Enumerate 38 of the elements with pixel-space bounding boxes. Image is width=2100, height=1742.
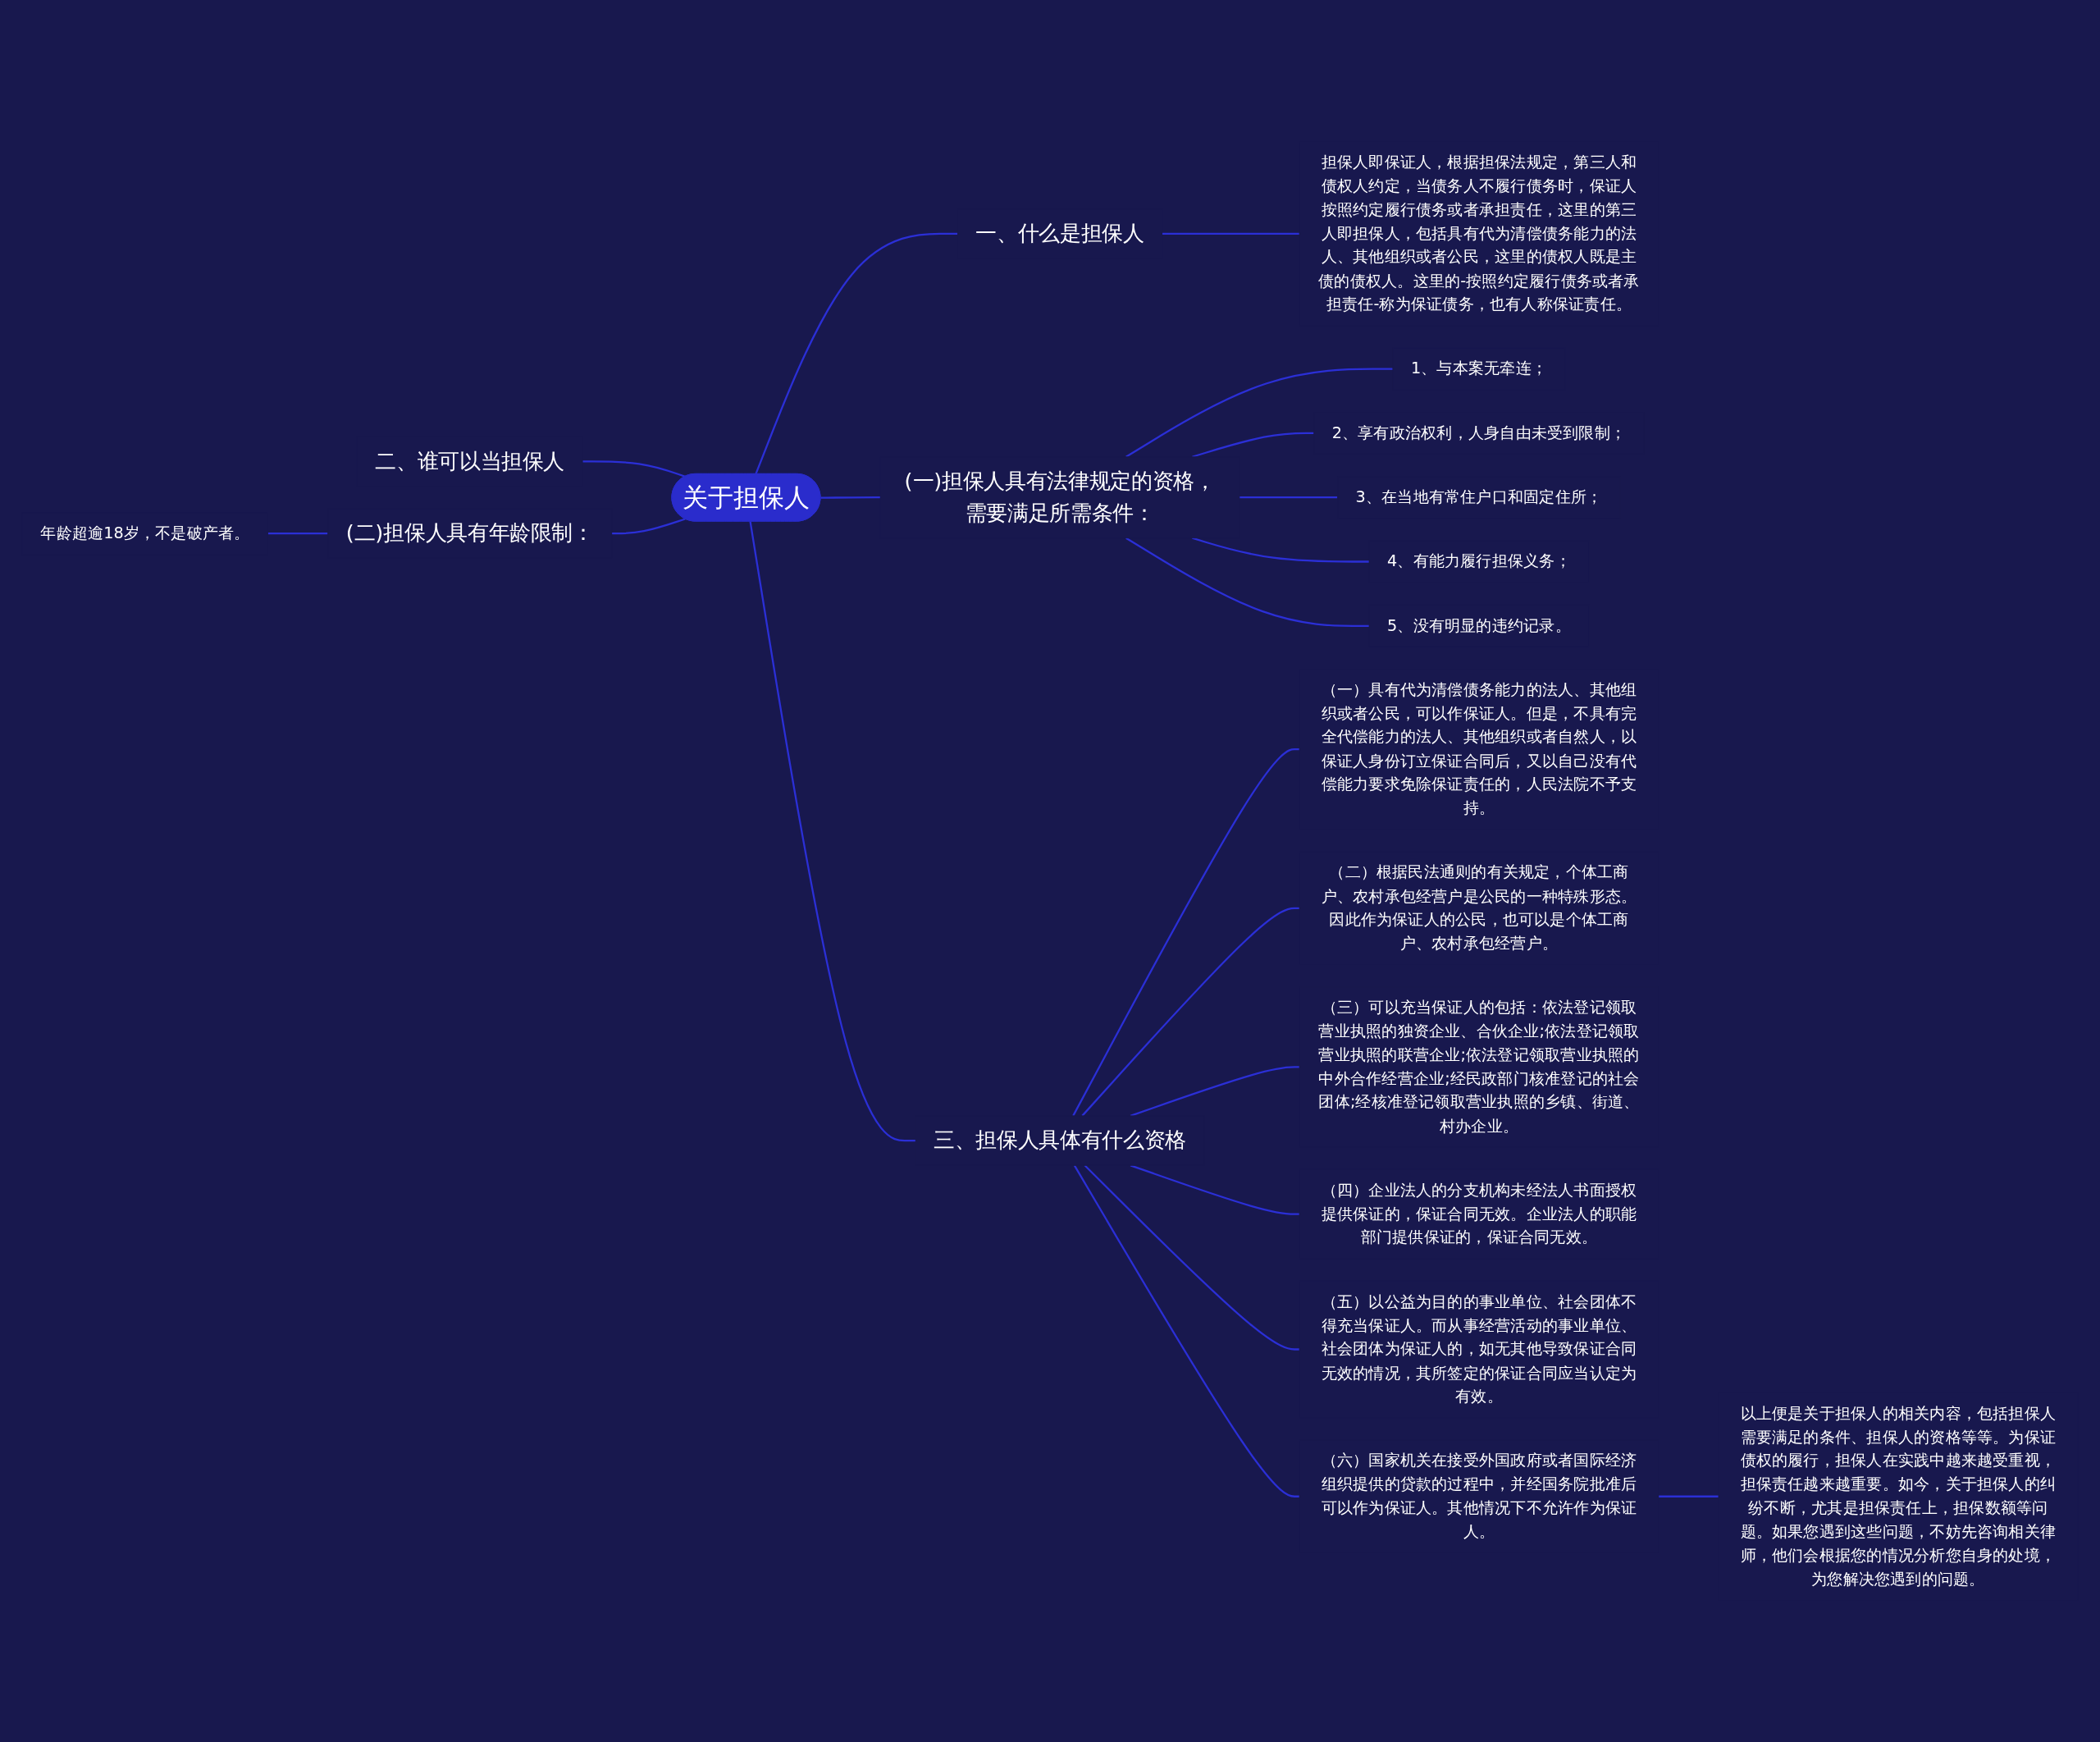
- node-text: （一）具有代为清偿债务能力的法人、其他组织或者公民，可以作保证人。但是，不具有完全代偿能力的法人、其他组织或者自然人，以保证人身份订立保证合同后，又以自己没有代偿能力要求免除保证责任的，人民法院不予支持。: [1321, 680, 1637, 817]
- connector: [749, 521, 916, 1142]
- connector: [582, 460, 686, 478]
- connector: [1239, 496, 1338, 499]
- connector: [1084, 1164, 1300, 1351]
- connector: [611, 518, 686, 535]
- node-text: 4、有能力履行担保义务；: [1387, 551, 1571, 570]
- node-text: （五）以公益为目的的事业单位、社会团体不得充当保证人。而从事经营活动的事业单位、社会团体为保证人的，如无其他导致保证合同无效的情况，其所签定的保证合同应当认定为有效。: [1321, 1292, 1637, 1406]
- connector: [1130, 1164, 1300, 1215]
- connector: [1073, 1164, 1300, 1497]
- connector: [1130, 1066, 1300, 1117]
- node-text: (二)担保人具有年龄限制：: [345, 520, 594, 546]
- connector: [1072, 748, 1300, 1117]
- connector: [1658, 1495, 1719, 1497]
- connector: [1125, 537, 1370, 627]
- connector: [1192, 537, 1370, 563]
- connector: [1081, 907, 1300, 1117]
- connector: [755, 232, 958, 475]
- node-text: 以上便是关于担保人的相关内容，包括担保人需要满足的条件、担保人的资格等等。为保证债权的履行，担保人在实践中越来越受重视，担保责任越来越重要。如今，关于担保人的纠纷不断，尤其是担保责任上，担保数额等问题。如果您遇到这些问题，不妨先咨询相关律师，他们会根据您的情况分析您自身的处境，为您解决您遇到的问题。: [1740, 1404, 2057, 1588]
- node-text: （六）国家机关在接受外国政府或者国际经济组织提供的贷款的过程中，并经国务院批准后可以作为保证人。其他情况下不允许作为保证人。: [1321, 1451, 1637, 1541]
- node-text: 1、与本案无牵连；: [1410, 359, 1547, 377]
- node-text: 二、谁可以当担保人: [375, 448, 565, 473]
- node-text: (一)担保人具有法律规定的资格，需要满足所需条件：: [904, 469, 1216, 526]
- node-text: 2、享有政治权利，人身自由未受到限制；: [1331, 423, 1627, 442]
- connector: [1162, 232, 1300, 235]
- node-text: 年龄超逾18岁，不是破产者。: [40, 524, 250, 542]
- node-text: （三）可以充当保证人的包括：依法登记领取营业执照的独资企业、合伙企业;依法登记领取营业执照的联营企业;依法登记领取营业执照的中外合作经营企业;经民政部门核准登记的社会团体;经核准登记领取营业执照的乡镇、街道、村办企业。: [1318, 998, 1640, 1135]
- connector: [267, 533, 328, 535]
- node-text: （二）根据民法通则的有关规定，个体工商户、农村承包经营户是公民的一种特殊形态。因此作为保证人的公民，也可以是个体工商户、农村承包经营户。: [1321, 862, 1637, 953]
- node-text: （四）企业法人的分支机构未经法人书面授权提供保证的，保证合同无效。企业法人的职能部门提供保证的，保证合同无效。: [1321, 1181, 1637, 1246]
- connector: [1192, 432, 1314, 458]
- node-text: 一、什么是担保人: [975, 221, 1144, 246]
- connector: [820, 496, 881, 499]
- node-text: 5、没有明显的违约记录。: [1387, 616, 1571, 635]
- node-text: 3、在当地有常住户口和固定住所；: [1355, 487, 1603, 506]
- node-text: 三、担保人具体有什么资格: [934, 1127, 1186, 1153]
- node-text: 担保人即保证人，根据担保法规定，第三人和债权人约定，当债务人不履行债务时，保证人按照约定履行债务或者承担责任，这里的第三人即担保人，包括具有代为清偿债务能力的法人、其他组织或者公民，这里的债权人既是主债的债权人。这里的-按照约定履行债务或者承担责任-称为保证债务，也有人称保证责任。: [1318, 153, 1640, 313]
- connector: [1125, 368, 1393, 458]
